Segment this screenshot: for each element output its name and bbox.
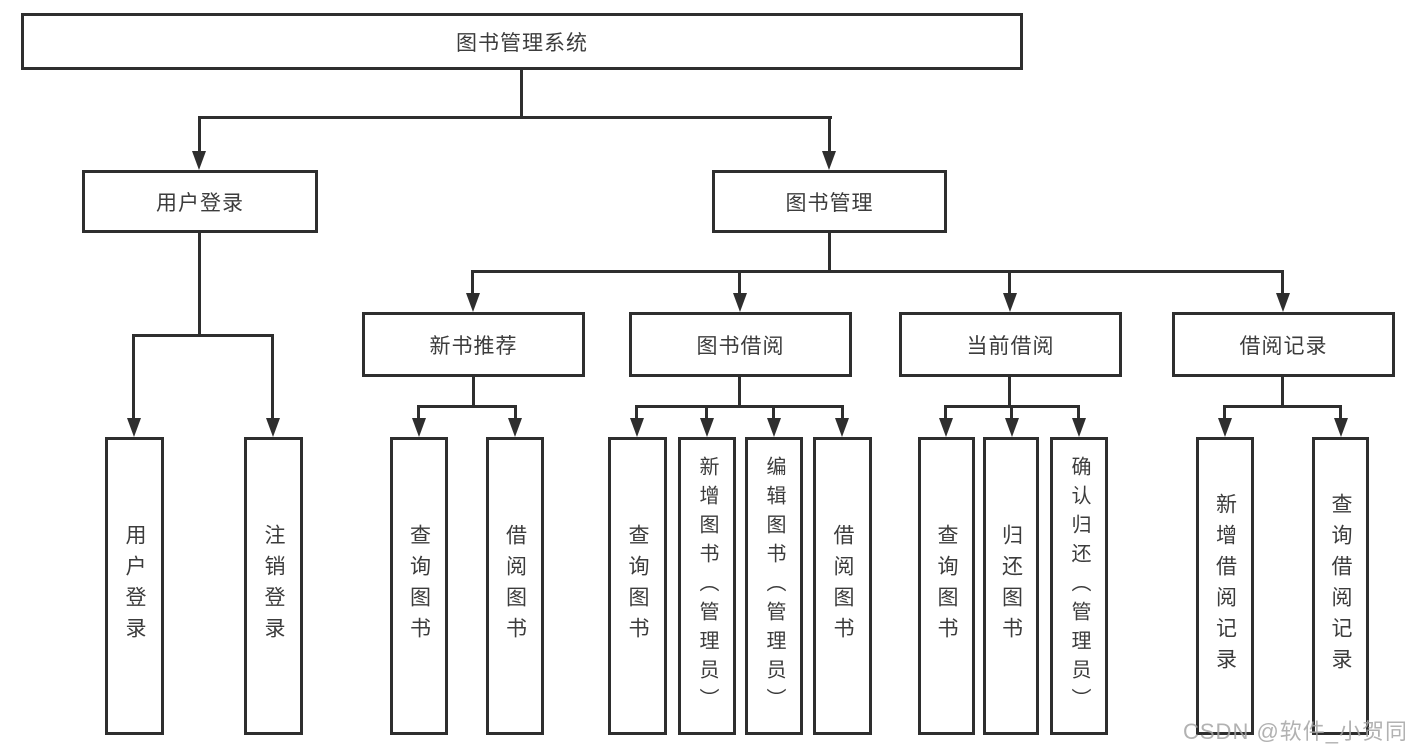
node-borrowing-records: 借阅记录 (1172, 312, 1395, 377)
node-book-management: 图书管理 (712, 170, 947, 233)
connector-stem-borrowing-records (1281, 270, 1284, 295)
node-label: 图书管理系统 (456, 31, 588, 55)
leaf-confirm-return-admin: 确认归还（管理员） (1050, 437, 1108, 735)
leaf-logout: 注销登录 (244, 437, 303, 735)
arrowhead-leaf-logout (266, 418, 280, 437)
connector-stem-book-borrowing (738, 270, 741, 295)
connector-stem (514, 405, 517, 420)
arrowhead (835, 418, 849, 437)
leaf-borrow-book-recommend: 借阅图书 (486, 437, 544, 735)
node-current-borrowing: 当前借阅 (899, 312, 1122, 377)
arrowhead-user-login (192, 151, 206, 170)
leaf-return-book: 归还图书 (983, 437, 1039, 735)
connector-current-borrowing-stem (1008, 377, 1011, 408)
arrowhead (700, 418, 714, 437)
node-label: 新书推荐 (429, 334, 518, 358)
arrowhead (1072, 418, 1086, 437)
arrowhead (1334, 418, 1348, 437)
connector-stem (1010, 405, 1013, 420)
leaf-label: 编辑图书（管理员） (763, 455, 785, 717)
leaf-label: 查询图书 (407, 524, 431, 648)
leaf-label: 归还图书 (999, 524, 1023, 648)
leaf-query-borrow-record: 查询借阅记录 (1312, 437, 1369, 735)
leaf-label: 用户登录 (123, 524, 146, 648)
leaf-borrow-book: 借阅图书 (813, 437, 872, 735)
arrowhead (508, 418, 522, 437)
connector-stem-current-borrowing (1008, 270, 1011, 295)
leaf-add-borrow-record: 新增借阅记录 (1196, 437, 1254, 735)
arrowhead-new-book (466, 293, 480, 312)
csdn-watermark: CSDN @软件_小贺同学 (1183, 719, 1405, 744)
node-label: 用户登录 (156, 191, 244, 215)
connector-stem (841, 405, 844, 420)
node-new-book-recommend: 新书推荐 (362, 312, 585, 377)
leaf-label: 借阅图书 (503, 524, 527, 648)
node-label: 图书借阅 (696, 334, 785, 358)
node-label: 借阅记录 (1239, 334, 1328, 358)
leaf-label: 查询借阅记录 (1329, 493, 1352, 679)
connector-stem (1223, 405, 1226, 420)
connector-stem (417, 405, 420, 420)
connector-borrowing-records-bar (1223, 405, 1342, 408)
arrowhead-current-borrowing (1003, 293, 1017, 312)
connector-stem (1077, 405, 1080, 420)
arrowhead-book-management (822, 151, 836, 170)
connector-new-book-stem (472, 377, 475, 408)
leaf-label: 注销登录 (262, 524, 285, 648)
arrowhead (412, 418, 426, 437)
leaf-label: 借阅图书 (831, 524, 854, 648)
connector-stem (705, 405, 708, 420)
connector-stem-user-login (198, 116, 201, 153)
arrowhead-leaf-login (127, 418, 141, 437)
leaf-label: 新增图书（管理员） (696, 455, 718, 717)
leaf-query-book-borrowing: 查询图书 (608, 437, 667, 735)
connector-stem-new-book (471, 270, 474, 295)
arrowhead-borrowing-records (1276, 293, 1290, 312)
connector-book-management-stem (828, 233, 831, 273)
connector-stem (1339, 405, 1342, 420)
leaf-edit-book-admin: 编辑图书（管理员） (745, 437, 803, 735)
connector-stem-leaf-logout (271, 334, 274, 420)
leaf-query-book-recommend: 查询图书 (390, 437, 448, 735)
connector-stem (772, 405, 775, 420)
node-label: 图书管理 (785, 191, 874, 215)
arrowhead-book-borrowing (733, 293, 747, 312)
connector-book-borrowing-stem (738, 377, 741, 408)
leaf-label: 确认归还（管理员） (1068, 455, 1090, 717)
node-book-borrowing: 图书借阅 (629, 312, 852, 377)
leaf-query-book-current: 查询图书 (918, 437, 975, 735)
leaf-label: 查询图书 (935, 524, 958, 648)
connector-root-stem (520, 70, 523, 118)
arrowhead (1005, 418, 1019, 437)
arrowhead (630, 418, 644, 437)
connector-root-bar (198, 116, 832, 119)
node-label: 当前借阅 (966, 334, 1055, 358)
leaf-label: 新增借阅记录 (1213, 493, 1237, 679)
leaf-label: 查询图书 (626, 524, 649, 648)
connector-borrowing-records-stem (1281, 377, 1284, 408)
node-root-library-system: 图书管理系统 (21, 13, 1023, 70)
arrowhead (1218, 418, 1232, 437)
connector-stem (944, 405, 947, 420)
connector-new-book-bar (417, 405, 517, 408)
connector-book-management-bar (471, 270, 1284, 273)
connector-book-borrowing-bar (635, 405, 844, 408)
connector-stem-book-management (828, 116, 831, 153)
arrowhead (939, 418, 953, 437)
connector-user-login-bar (132, 334, 274, 337)
leaf-user-login: 用户登录 (105, 437, 164, 735)
connector-stem (635, 405, 638, 420)
node-user-login: 用户登录 (82, 170, 318, 233)
arrowhead (767, 418, 781, 437)
connector-stem-leaf-login (132, 334, 135, 420)
connector-user-login-stem (198, 233, 201, 337)
leaf-add-book-admin: 新增图书（管理员） (678, 437, 736, 735)
